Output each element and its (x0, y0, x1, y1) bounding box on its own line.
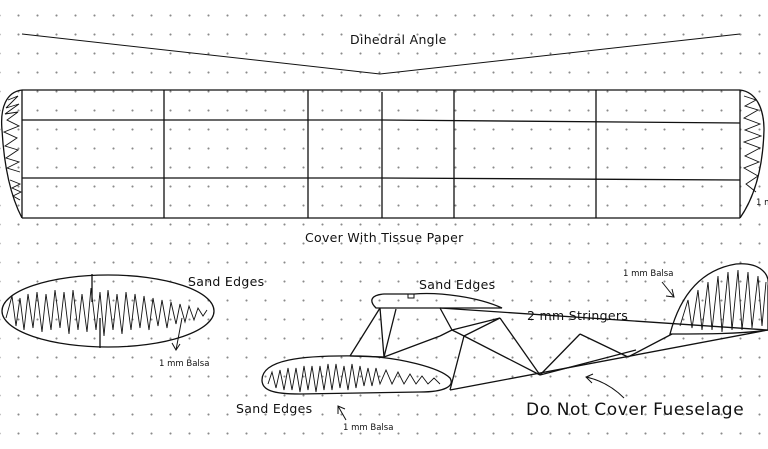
rudder-fin (661, 263, 768, 335)
wing-planform (21, 89, 741, 219)
sand-edges-tail-label: Sand Edges (188, 274, 265, 289)
dihedral-angle-label: Dihedral Angle (350, 32, 447, 47)
balsa-rudder-label: 1 mm Balsa (623, 269, 674, 279)
do-not-cover-label: Do Not Cover Fueselage (526, 400, 745, 420)
stringers-label: 2 mm Stringers (527, 308, 629, 323)
do-not-cover-arrow (585, 373, 625, 399)
balsa-tail-label: 1 mm Balsa (159, 359, 210, 369)
sand-edges-cockpit-label: Sand Edges (419, 277, 496, 292)
dihedral-line (21, 33, 741, 75)
left-wingtip (0, 89, 23, 219)
cockpit-canopy (371, 292, 503, 309)
balsa-wing-right-label: 1 m (756, 198, 768, 208)
cover-tissue-label: Cover With Tissue Paper (305, 230, 464, 245)
nose-section (261, 355, 452, 421)
sand-edges-nose-label: Sand Edges (236, 401, 313, 416)
right-wingtip (739, 89, 765, 219)
tailplane (1, 274, 215, 351)
balsa-nose-label: 1 mm Balsa (343, 423, 394, 433)
